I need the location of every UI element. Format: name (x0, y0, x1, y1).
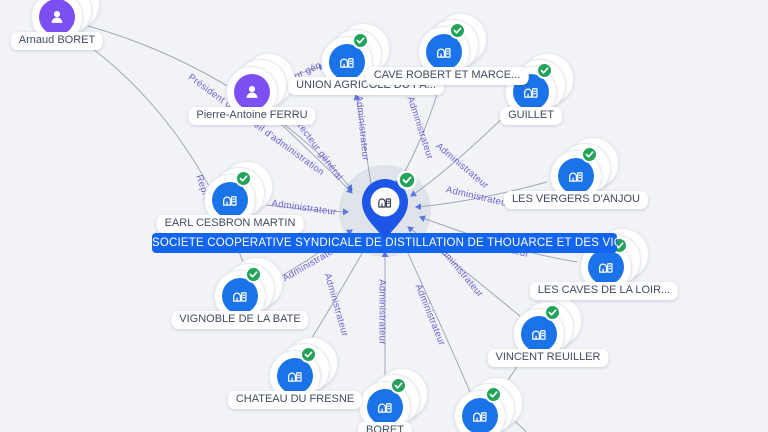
verified-badge (235, 170, 252, 187)
building-icon (378, 403, 392, 413)
verified-badge (390, 377, 407, 394)
check-icon (394, 382, 403, 389)
building-icon (288, 372, 302, 382)
center-node-label[interactable]: SOCIETE COOPERATIVE SYNDICALE DE DISTILL… (152, 233, 617, 253)
verified-badge (544, 304, 561, 321)
check-icon (453, 27, 462, 34)
node-label-boret[interactable]: BORET (358, 422, 412, 432)
verified-badge (485, 386, 502, 403)
person-icon (246, 86, 258, 98)
building-icon (524, 88, 538, 98)
building-icon (599, 263, 613, 273)
verified-badge (581, 146, 598, 163)
building-icon (473, 412, 487, 422)
node-label-vincent-reuiller[interactable]: VINCENT REUILLER (487, 349, 609, 367)
edge-les-vergers-danjou-to-societe-cooperative (415, 181, 548, 211)
building-icon (378, 198, 391, 208)
node-earl-cesbron-martin[interactable] (204, 161, 273, 226)
check-icon (397, 171, 417, 190)
edge-company-offscreen-to-societe-cooperative (400, 239, 471, 393)
node-label-cave-robert[interactable]: CAVE ROBERT ET MARCE... (365, 67, 529, 85)
check-icon (540, 67, 549, 74)
verified-badge (245, 266, 262, 283)
check-icon (585, 151, 594, 158)
check-icon (249, 271, 258, 278)
check-icon (548, 309, 557, 316)
building-icon (437, 48, 451, 58)
check-icon (489, 391, 498, 398)
node-label-chateau-du-fresne[interactable]: CHATEAU DU FRESNE (227, 391, 363, 409)
node-label-les-vergers-danjou[interactable]: LES VERGERS D'ANJOU (503, 191, 649, 209)
building-icon (223, 196, 237, 206)
building-icon (340, 58, 354, 68)
verified-badge (536, 62, 553, 79)
node-label-earl-cesbron-martin[interactable]: EARL CESBRON MARTIN (156, 215, 304, 233)
node-label-les-caves-de-la-loire[interactable]: LES CAVES DE LA LOIR... (529, 282, 679, 300)
edge-societe-cooperative-to-union-agricole (353, 94, 372, 186)
node-label-vignoble-de-la-bate[interactable]: VIGNOBLE DE LA BATE (171, 311, 309, 329)
check-icon (304, 351, 313, 358)
verified-badge (300, 346, 317, 363)
check-icon (356, 37, 365, 44)
building-icon (569, 172, 583, 182)
node-label-guillet[interactable]: GUILLET (500, 107, 562, 125)
person-icon (51, 11, 63, 23)
building-icon (233, 292, 247, 302)
edge-earl-cesbron-martin-to-societe-cooperative (257, 203, 349, 216)
node-company-offscreen[interactable] (454, 377, 523, 432)
verified-badge (352, 32, 369, 49)
node-label-arnaud-boret[interactable]: Arnaud BORET (10, 32, 104, 50)
center-node-pin[interactable] (353, 171, 417, 247)
node-label-pierre-antoine-ferru[interactable]: Pierre-Antoine FERRU (188, 107, 316, 125)
verified-badge (449, 22, 466, 39)
check-icon (615, 242, 624, 249)
check-icon (239, 175, 248, 182)
building-icon (532, 330, 546, 340)
